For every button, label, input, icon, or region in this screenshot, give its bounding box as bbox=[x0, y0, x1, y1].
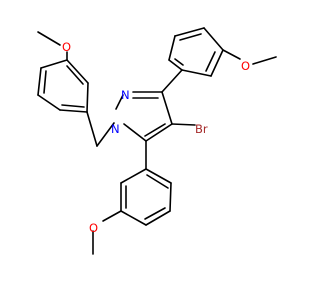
atom-br: Br bbox=[195, 122, 208, 136]
ring-ur-4d bbox=[179, 33, 202, 41]
ring-b-1d bbox=[146, 174, 169, 189]
ring-ur-6 bbox=[168, 59, 183, 71]
ring-ul-2 bbox=[37, 94, 61, 111]
ring-b-3d bbox=[144, 207, 166, 220]
ring-ul-5 bbox=[66, 59, 89, 84]
bond-n1-n2 bbox=[115, 94, 124, 110]
bond-c4-c5 bbox=[145, 123, 173, 142]
atom-o-top-right: O bbox=[241, 59, 250, 73]
ring-b-6 bbox=[120, 168, 147, 184]
atom-o-bottom: O bbox=[89, 221, 98, 235]
ring-b-1 bbox=[145, 168, 172, 184]
atom-label-layer: N N Br O O O bbox=[62, 40, 250, 235]
atom-o-top-left: O bbox=[62, 40, 71, 54]
bond-c5-n1 bbox=[123, 123, 147, 142]
bond-b-o bbox=[102, 210, 122, 222]
ring-b-4 bbox=[120, 210, 147, 226]
bond-ur-methyl bbox=[252, 56, 277, 65]
atom-n2: N bbox=[121, 88, 130, 102]
ring-ur-1 bbox=[181, 69, 212, 77]
ring-b-3 bbox=[145, 210, 171, 226]
ring-ur-2 bbox=[210, 49, 224, 77]
ring-ur-6d bbox=[174, 58, 184, 66]
ring-b-2 bbox=[169, 182, 172, 212]
ring-ul-3d bbox=[43, 70, 47, 94]
bond-c3-aryl bbox=[161, 69, 183, 93]
bond-c4-br bbox=[171, 123, 196, 126]
ring-ul-1d bbox=[61, 104, 85, 108]
ring-ur-4 bbox=[174, 27, 205, 37]
bond-ul-methyl bbox=[37, 31, 61, 46]
molecule-drawing: N N Br O O O bbox=[37, 27, 277, 255]
ring-ur-2d bbox=[205, 51, 216, 72]
ring-ur-3 bbox=[203, 27, 224, 51]
ring-ul-3 bbox=[37, 67, 42, 96]
ring-ul-5d bbox=[66, 65, 84, 85]
bond-layer bbox=[37, 27, 277, 255]
bond-n1-ch2 bbox=[96, 122, 115, 147]
bond-c3-c4 bbox=[161, 91, 173, 125]
structure-canvas: N N Br O O O bbox=[37, 27, 277, 255]
bond-ch2-aryl bbox=[86, 111, 98, 147]
ring-ul-4 bbox=[40, 59, 68, 69]
bond-ur-o bbox=[222, 49, 241, 60]
atom-n1: N bbox=[111, 122, 120, 136]
ring-ul-1 bbox=[59, 109, 88, 113]
ring-ul-6 bbox=[86, 82, 89, 113]
ring-ur-5 bbox=[168, 35, 176, 61]
bond-c4-c5-double bbox=[144, 123, 166, 137]
